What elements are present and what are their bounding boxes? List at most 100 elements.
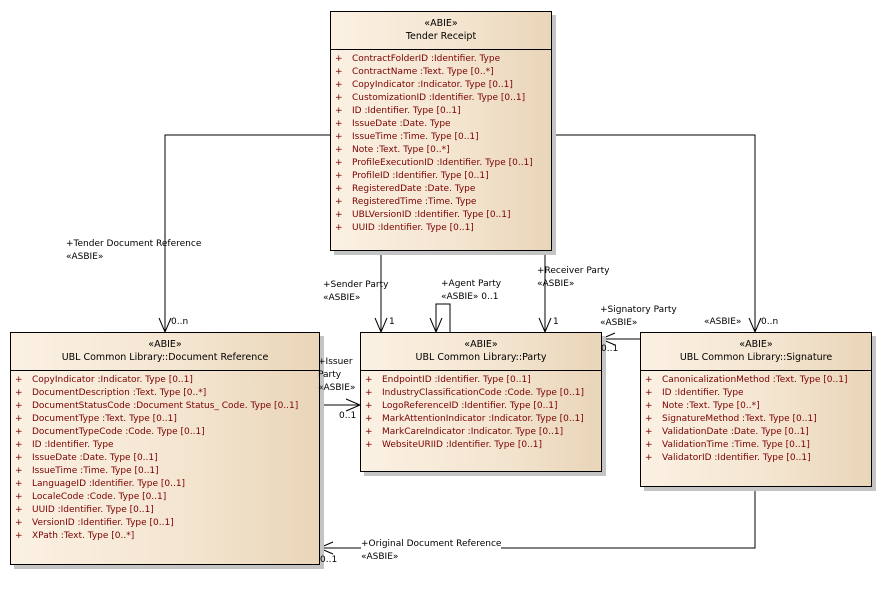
connector-tender-document-reference bbox=[164, 134, 330, 332]
visibility-marker: + bbox=[15, 375, 23, 385]
attribute-row[interactable]: +DocumentDescription :Text. Type [0..*] bbox=[15, 387, 319, 400]
attribute-row[interactable]: +ContractName :Text. Type [0..*] bbox=[335, 66, 551, 79]
visibility-marker: + bbox=[645, 440, 653, 450]
attribute-row[interactable]: +SignatureMethod :Text. Type [0..1] bbox=[645, 413, 871, 426]
attribute-row[interactable]: +CustomizationID :Identifier. Type [0..1… bbox=[335, 92, 551, 105]
visibility-marker: + bbox=[335, 80, 343, 90]
attribute-row[interactable]: +IssueDate :Date. Type bbox=[335, 118, 551, 131]
attribute-row[interactable]: +ValidatorID :Identifier. Type [0..1] bbox=[645, 452, 871, 465]
visibility-marker: + bbox=[335, 210, 343, 220]
attribute-row[interactable]: +ProfileID :Identifier. Type [0..1] bbox=[335, 170, 551, 183]
class-header: «ABIE» UBL Common Library::Signature bbox=[641, 333, 871, 371]
attribute-text: ID :Identifier. Type bbox=[32, 440, 114, 450]
stereotype: «ABIE» bbox=[464, 339, 498, 350]
attribute-text: UBLVersionID :Identifier. Type [0..1] bbox=[352, 210, 511, 220]
attribute-row[interactable]: +Note :Text. Type [0..*] bbox=[645, 400, 871, 413]
attribute-row[interactable]: + XPath :Text. Type [0..*] bbox=[15, 530, 319, 543]
attribute-list: +CopyIndicator :Indicator. Type [0..1]+D… bbox=[11, 371, 319, 543]
attribute-text: ProfileExecutionID :Identifier. Type [0.… bbox=[352, 158, 533, 168]
attribute-row[interactable]: +ID :Identifier. Type [0..1] bbox=[335, 105, 551, 118]
stereotype: «ABIE» bbox=[148, 339, 182, 350]
attribute-row[interactable]: +LogoReferenceID :Identifier. Type [0..1… bbox=[365, 400, 601, 413]
attribute-list: + CanonicalizationMethod :Text. Type [0..… bbox=[641, 371, 871, 465]
visibility-marker: + bbox=[645, 401, 653, 411]
attribute-row[interactable]: + ID :Identifier. Type bbox=[645, 387, 871, 400]
attribute-row[interactable]: +ContractFolderID :Identifier. Type bbox=[335, 53, 551, 66]
attribute-text: IssueTime :Time. Type [0..1] bbox=[32, 466, 159, 476]
receiver-party-multiplicity: 1 bbox=[553, 317, 559, 327]
attribute-row[interactable]: +RegisteredDate :Date. Type bbox=[335, 183, 551, 196]
attribute-text: MarkCareIndicator :Indicator. Type [0..1… bbox=[382, 427, 564, 437]
class-header: «ABIE» UBL Common Library::Document Refe… bbox=[11, 333, 319, 371]
sender-party-role: +Sender Party bbox=[323, 280, 389, 290]
attribute-row[interactable]: +DocumentStatusCode :Document Status_ Co… bbox=[15, 400, 319, 413]
class-name: UBL Common Library::Party bbox=[415, 352, 547, 363]
receiver-party-role: +Receiver Party bbox=[537, 266, 610, 276]
visibility-marker: + bbox=[15, 492, 23, 502]
issuer-party-multiplicity: 0..1 bbox=[339, 411, 357, 421]
attribute-row[interactable]: +CopyIndicator :Indicator. Type [0..1] bbox=[15, 374, 319, 387]
attribute-row[interactable]: +RegisteredTime :Time. Type bbox=[335, 196, 551, 209]
visibility-marker: + bbox=[335, 106, 343, 116]
attribute-row[interactable]: +IndustryClassificationCode :Code. Type … bbox=[365, 387, 601, 400]
attribute-row[interactable]: +CopyIndicator :Indicator. Type [0..1] bbox=[335, 79, 551, 92]
signatory-party-stereotype: «ASBIE» bbox=[600, 318, 638, 328]
attribute-row[interactable]: + UBLVersionID :Identifier. Type [0..1] bbox=[335, 209, 551, 222]
attribute-text: EndpointID :Identifier. Type [0..1] bbox=[382, 375, 531, 385]
class-document-reference[interactable]: «ABIE» UBL Common Library::Document Refe… bbox=[10, 332, 320, 565]
stereotype: «ABIE» bbox=[424, 18, 458, 29]
class-tender-receipt[interactable]: «ABIE» Tender Receipt +ContractFolderID … bbox=[330, 11, 552, 251]
attribute-text: CanonicalizationMethod :Text. Type [0..1… bbox=[662, 375, 848, 385]
attribute-text: MarkAttentionIndicator :Indicator. Type … bbox=[382, 414, 584, 424]
visibility-marker: + bbox=[335, 145, 343, 155]
class-name: Tender Receipt bbox=[405, 31, 477, 42]
attribute-row[interactable]: + ValidationTime :Time. Type [0..1] bbox=[645, 439, 871, 452]
issuer-party-stereotype: «ASBIE» bbox=[318, 383, 356, 393]
visibility-marker: + bbox=[365, 375, 373, 385]
attribute-row[interactable]: +Note :Text. Type [0..*] bbox=[335, 144, 551, 157]
attribute-row[interactable]: +CanonicalizationMethod :Text. Type [0..… bbox=[645, 374, 871, 387]
attribute-text: DocumentTypeCode :Code. Type [0..1] bbox=[32, 427, 205, 437]
stereotype: «ABIE» bbox=[739, 339, 773, 350]
attribute-row[interactable]: + LocaleCode :Code. Type [0..1] bbox=[15, 491, 319, 504]
attribute-text: LocaleCode :Code. Type [0..1] bbox=[32, 492, 167, 502]
attribute-row[interactable]: +LanguageID :Identifier. Type [0..1] bbox=[15, 478, 319, 491]
attribute-text: ValidationTime :Time. Type [0..1] bbox=[662, 440, 810, 450]
attribute-row[interactable]: + DocumentType :Text. Type [0..1] bbox=[15, 413, 319, 426]
attribute-row[interactable]: +DocumentTypeCode :Code. Type [0..1] bbox=[15, 426, 319, 439]
attribute-text: ValidationDate :Date. Type [0..1] bbox=[662, 427, 809, 437]
attribute-text: XPath :Text. Type [0..*] bbox=[32, 531, 135, 541]
visibility-marker: + bbox=[335, 171, 343, 181]
class-signature[interactable]: «ABIE» UBL Common Library::Signature + Ca… bbox=[640, 332, 872, 487]
tender-document-reference-stereotype: «ASBIE» bbox=[66, 252, 104, 262]
visibility-marker: + bbox=[365, 440, 373, 450]
attribute-row[interactable]: +IssueTime :Time. Type [0..1] bbox=[335, 131, 551, 144]
attribute-row[interactable]: + EndpointID :Identifier. Type [0..1] bbox=[365, 374, 601, 387]
attribute-row[interactable]: +ID :Identifier. Type bbox=[15, 439, 319, 452]
attribute-row[interactable]: + MarkAttentionIndicator :Indicator. Type… bbox=[365, 413, 601, 426]
attribute-row[interactable]: +UUID :Identifier. Type [0..1] bbox=[335, 222, 551, 235]
visibility-marker: + bbox=[645, 388, 653, 398]
attribute-row[interactable]: +ProfileExecutionID :Identifier. Type [0… bbox=[335, 157, 551, 170]
attribute-row[interactable]: + MarkCareIndicator :Indicator. Type [0..… bbox=[365, 426, 601, 439]
attribute-row[interactable]: +UUID :Identifier. Type [0..1] bbox=[15, 504, 319, 517]
visibility-marker: + bbox=[365, 427, 373, 437]
attribute-row[interactable]: +ValidationDate :Date. Type [0..1] bbox=[645, 426, 871, 439]
class-party[interactable]: «ABIE» UBL Common Library::Party + Endpoi… bbox=[360, 332, 602, 472]
attribute-text: DocumentType :Text. Type [0..1] bbox=[32, 414, 177, 424]
visibility-marker: + bbox=[365, 388, 373, 398]
signatory-party-role: +Signatory Party bbox=[600, 305, 677, 315]
attribute-text: ID :Identifier. Type bbox=[662, 388, 744, 398]
original-document-reference-stereotype: «ASBIE» bbox=[361, 552, 399, 562]
signatory-party-multiplicity: 0..1 bbox=[601, 344, 619, 354]
attribute-row[interactable]: +WebsiteURIID :Identifier. Type [0..1] bbox=[365, 439, 601, 452]
attribute-row[interactable]: +VersionID :Identifier. Type [0..1] bbox=[15, 517, 319, 530]
visibility-marker: + bbox=[365, 414, 373, 424]
visibility-marker: + bbox=[15, 414, 23, 424]
visibility-marker: + bbox=[15, 531, 23, 541]
attribute-list: + EndpointID :Identifier. Type [0..1] +Ind… bbox=[361, 371, 601, 452]
attribute-row[interactable]: +IssueDate :Date. Type [0..1] bbox=[15, 452, 319, 465]
signature-stereotype: «ASBIE» bbox=[704, 317, 742, 327]
visibility-marker: + bbox=[645, 453, 653, 463]
attribute-row[interactable]: +IssueTime :Time. Type [0..1] bbox=[15, 465, 319, 478]
